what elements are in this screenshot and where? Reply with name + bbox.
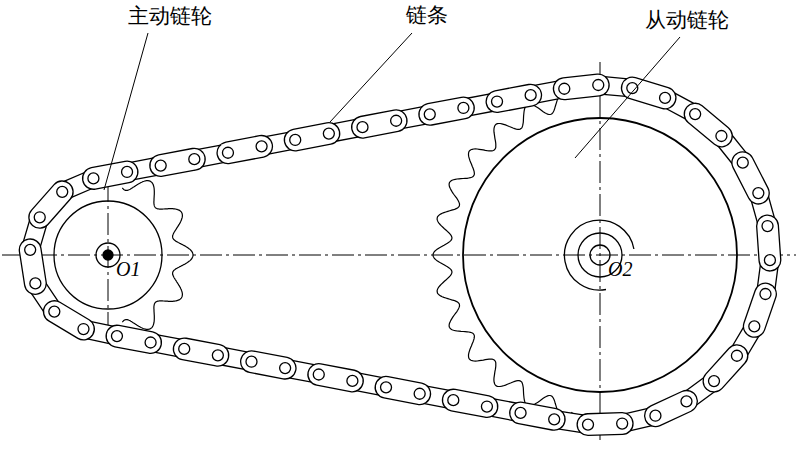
part-name: 从动链轮 <box>645 8 729 33</box>
driven-keyway-arc <box>564 220 633 290</box>
part-name: 链条 <box>406 3 448 28</box>
chain-roller <box>256 141 267 152</box>
chain-roller <box>525 90 536 101</box>
chain-roller <box>681 396 692 407</box>
chain-roller <box>357 122 368 133</box>
chain-roller <box>246 356 257 367</box>
tooth-profile <box>122 181 193 330</box>
chain-roller <box>25 244 36 255</box>
part-name: 主动链轮 <box>128 4 212 29</box>
chain-roller <box>30 278 41 289</box>
chain-roller <box>731 350 742 361</box>
tooth-profile <box>433 92 572 418</box>
chain-roller <box>762 221 773 232</box>
chain-roller <box>617 418 628 429</box>
chain-roller <box>481 401 492 412</box>
chain-roller <box>448 395 459 406</box>
chain-roller <box>155 160 166 171</box>
center-symbol: O1 <box>116 257 140 281</box>
chain-roller <box>760 289 771 300</box>
chain-roller <box>549 414 560 425</box>
drive-shaft <box>103 250 113 260</box>
chain-roller <box>313 369 324 380</box>
chain-roller <box>88 173 99 184</box>
chain-roller <box>280 363 291 374</box>
chain-roller <box>708 376 719 387</box>
chain-roller <box>414 388 425 399</box>
chain-roller <box>458 102 469 113</box>
chain-roller <box>347 375 358 386</box>
chain-roller <box>145 337 156 348</box>
chain-roller <box>78 324 89 335</box>
chain-roller <box>111 331 122 342</box>
chain-roller <box>34 212 45 223</box>
chain-roller <box>122 166 133 177</box>
chain-roller <box>323 128 334 139</box>
leader-lines <box>104 33 680 190</box>
chain-roller <box>690 109 701 120</box>
chain-roller <box>650 410 661 421</box>
chain-roller <box>716 131 727 142</box>
driven-sprocket-body <box>463 118 737 392</box>
roller-chain <box>25 80 776 431</box>
leader-line <box>104 33 148 190</box>
center-lines <box>2 62 796 440</box>
chain-roller <box>749 321 760 332</box>
leader-line <box>330 33 412 122</box>
leader-line <box>575 37 680 158</box>
chain-roller <box>737 157 748 168</box>
chain-roller <box>212 350 223 361</box>
chain-roller <box>290 134 301 145</box>
chain-roller <box>57 186 68 197</box>
chain-roller <box>381 382 392 393</box>
sprockets <box>54 118 737 392</box>
driven-shaft <box>590 245 610 265</box>
chain-roller <box>189 154 200 165</box>
center-symbol: O2 <box>608 257 632 281</box>
chain-roller <box>49 306 60 317</box>
chain-roller <box>424 109 435 120</box>
chain-roller <box>492 96 503 107</box>
drive-sprocket-body <box>54 201 162 309</box>
chain-roller <box>515 407 526 418</box>
sprocket-teeth <box>122 92 572 418</box>
chain-roller <box>179 343 190 354</box>
chain-roller <box>222 147 233 158</box>
chain-roller <box>660 92 671 103</box>
chain-roller <box>764 255 775 266</box>
chain-roller <box>583 419 594 430</box>
chain-roller <box>391 115 402 126</box>
chain-roller <box>559 83 570 94</box>
chain-roller <box>593 80 604 91</box>
chain-roller <box>753 188 764 199</box>
